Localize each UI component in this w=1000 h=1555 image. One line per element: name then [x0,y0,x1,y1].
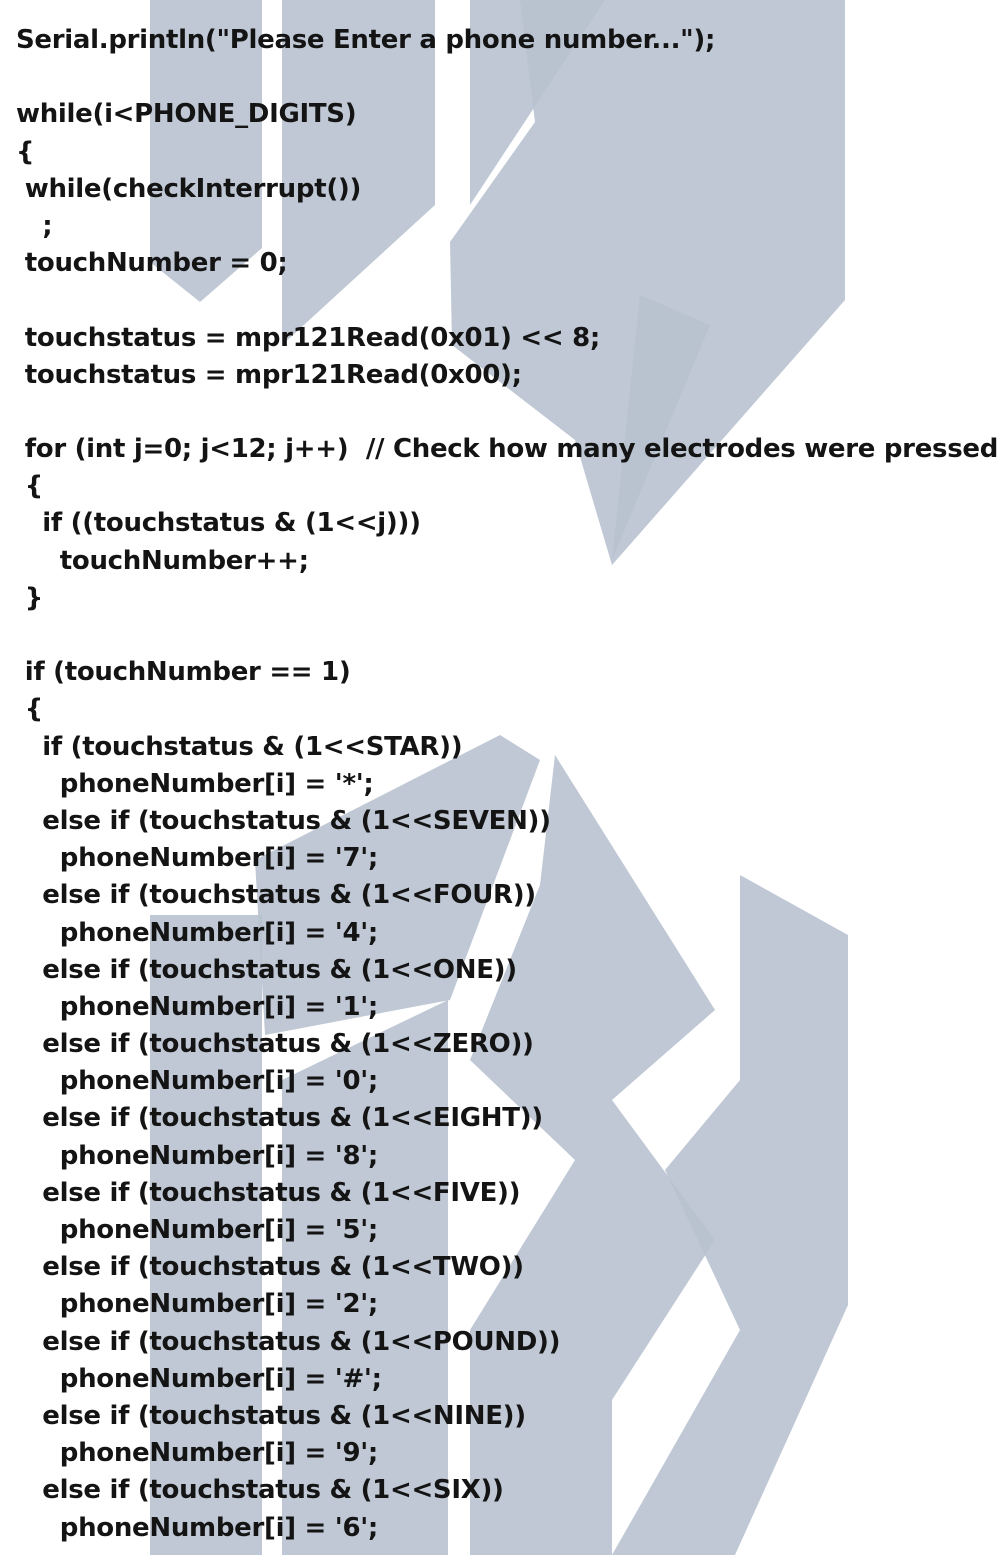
code-line [16,617,998,654]
code-line: touchstatus = mpr121Read(0x00); [16,359,522,390]
code-line: phoneNumber[i] = '5'; [16,1215,379,1245]
code-line [16,59,998,96]
code-line: touchstatus = mpr121Read(0x01) << 8; [16,322,601,353]
code-line: else if (touchstatus & (1<<SEVEN)) [16,805,551,836]
code-line: Serial.println("Please Enter a phone num… [16,25,716,55]
code-line: phoneNumber[i] = '2'; [16,1289,379,1320]
code-line: else if (touchstatus & (1<<TWO)) [16,1252,524,1283]
code-line: if (touchNumber == 1) [16,657,351,688]
code-line: phoneNumber[i] = '4'; [16,917,379,948]
code-line: phoneNumber[i] = '1'; [16,991,379,1022]
code-line: else if (touchstatus & (1<<ONE)) [16,954,517,985]
code-line: phoneNumber[i] = '6'; [16,1512,379,1543]
code-line: phoneNumber[i] = '7'; [16,843,379,874]
code-line: phoneNumber[i] = '0'; [16,1066,379,1097]
code-line: else if (touchstatus & (1<<FIVE)) [16,1177,521,1208]
code-line: } [16,582,44,613]
code-line: phoneNumber[i] = '8'; [16,1140,379,1171]
code-line: else if (touchstatus & (1<<POUND)) [16,1326,561,1357]
code-line: phoneNumber[i] = '*'; [16,768,374,799]
code-line: for (int j=0; j<12; j++) // Check how ma… [16,434,999,465]
code-line: ; [16,210,53,241]
code-line: { [16,471,44,502]
code-line: else if (touchstatus & (1<<EIGHT)) [16,1103,543,1134]
code-line: else if (touchstatus & (1<<SIX)) [16,1475,504,1506]
code-block: Serial.println("Please Enter a phone num… [16,22,998,1547]
code-line: while(i<PHONE_DIGITS) [16,99,357,130]
code-line [16,282,998,319]
code-line: else if (touchstatus & (1<<ZERO)) [16,1029,534,1060]
watermark-shapes [150,0,848,1555]
code-line: { [16,694,44,725]
code-line: else if (touchstatus & (1<<FOUR)) [16,880,536,911]
code-line: while(checkInterrupt()) [16,173,362,204]
code-line: touchNumber++; [16,545,309,576]
code-line: else if (touchstatus & (1<<NINE)) [16,1400,526,1431]
code-line: if ((touchstatus & (1<<j))) [16,508,421,539]
code-line: if (touchstatus & (1<<STAR)) [16,731,463,762]
code-line [16,394,998,431]
code-line: phoneNumber[i] = '#'; [16,1363,382,1394]
code-line: phoneNumber[i] = '9'; [16,1438,379,1469]
code-line: { [16,136,35,167]
code-line: touchNumber = 0; [16,248,288,279]
